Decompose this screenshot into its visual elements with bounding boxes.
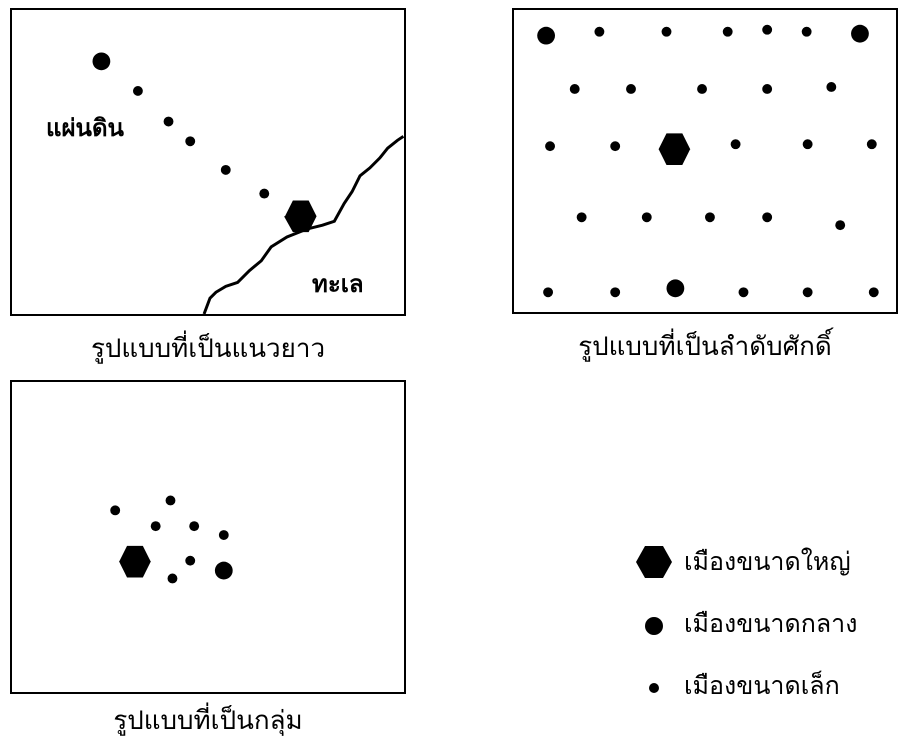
legend-item-large-city: เมืองขนาดใหญ่ [632,542,851,582]
cluster-pattern-caption: รูปแบบที่เป็นกลุ่ม [113,706,303,736]
small-city-dot [826,82,837,92]
small-city-dot [661,26,672,37]
large-dot-icon [632,604,676,644]
small-city-dot [610,141,621,152]
medium-city-dot [214,561,233,580]
legend-item-small-city: เมืองขนาดเล็ก [632,666,840,706]
medium-city-dot [537,26,555,45]
small-city-dot [218,530,229,540]
linear-pattern-diagram [92,52,404,314]
small-city-dot [165,495,176,506]
small-city-dot [220,164,231,175]
small-city-dot [705,212,715,223]
small-city-dot [163,116,174,127]
small-city-dot [730,139,741,150]
small-city-dot [610,287,621,298]
small-city-dot [150,521,161,532]
small-city-dot [762,24,773,35]
small-city-dot [762,212,773,223]
large-city-hexagon [119,545,151,578]
large-city-hexagon [658,133,691,165]
small-city-dot [185,136,196,147]
medium-city-dot [666,279,685,298]
cluster-pattern-diagram [110,495,233,584]
small-city-dot [543,287,554,298]
small-city-dot [259,188,270,199]
hierarchy-pattern-diagram [537,24,879,298]
small-city-dot [569,84,580,94]
legend-item-medium-city: เมืองขนาดกลาง [632,604,857,644]
cluster-pattern-panel [10,380,406,694]
legend-label-medium-city: เมืองขนาดกลาง [684,609,858,638]
small-city-dot [762,84,773,94]
legend-label-large-city: เมืองขนาดใหญ่ [684,547,851,576]
small-city-dot [576,212,587,223]
land-label: แผ่นดิน [46,114,124,142]
small-city-dot [802,139,813,150]
small-city-dot [722,26,733,37]
small-city-dot [594,26,605,37]
small-city-dot [697,84,707,94]
small-city-dot [868,287,879,298]
small-city-dot [545,141,555,152]
linear-pattern-panel: แผ่นดิน ทะเล [10,8,406,316]
coastline [202,135,404,314]
small-city-dot [801,26,812,37]
hexagon-icon [632,542,676,582]
small-city-dot [185,555,196,566]
hierarchy-pattern-panel [512,8,898,314]
small-city-dot [866,139,877,150]
small-city-dot [802,287,813,298]
linear-pattern-caption: รูปแบบที่เป็นแนวยาว [90,334,326,364]
small-dot-icon [632,666,676,706]
small-city-dot [167,573,178,584]
sea-label: ทะเล [312,270,364,298]
small-city-dot [132,86,143,96]
small-city-dot [641,212,652,223]
large-city-hexagon [284,200,317,233]
small-city-dot [738,287,749,298]
medium-city-dot [92,52,111,71]
small-city-dot [626,84,636,94]
small-city-dot [189,521,200,532]
medium-city-dot [851,24,869,43]
legend-label-small-city: เมืองขนาดเล็ก [684,671,840,700]
small-city-dot [835,220,846,231]
small-city-dot [110,505,121,516]
hierarchy-pattern-caption: รูปแบบที่เป็นลำดับศักดิ์ [578,332,832,362]
